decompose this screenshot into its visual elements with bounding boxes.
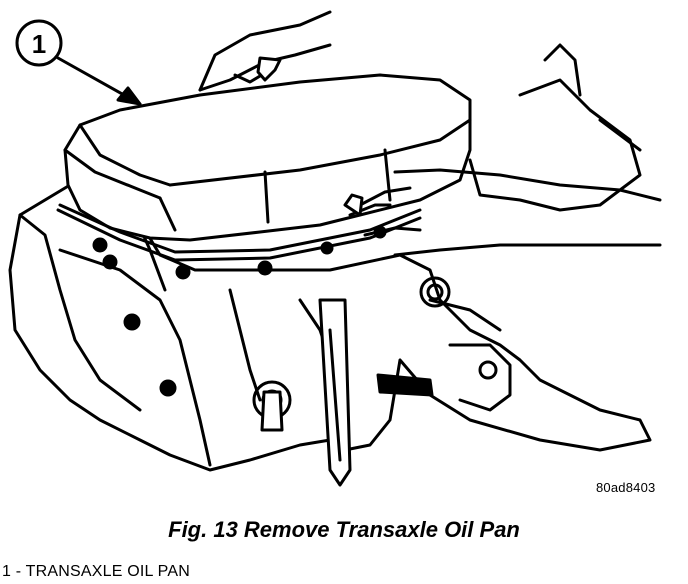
oil-pan — [56, 73, 472, 262]
legend-item: 1 - TRANSAXLE OIL PAN — [2, 563, 190, 580]
transaxle-oil-pan-illustration: 1 — [8, 10, 662, 487]
lower-hand — [343, 168, 662, 257]
callout-number: 1 — [32, 29, 46, 59]
image-code: 80ad8403 — [596, 480, 656, 495]
figure-caption: Fig. 13 Remove Transaxle Oil Pan — [168, 517, 520, 542]
callout-1 — [15, 19, 142, 106]
line-drawing: 1 — [8, 10, 662, 487]
upper-hand — [198, 10, 332, 92]
output-shaft — [252, 298, 352, 487]
